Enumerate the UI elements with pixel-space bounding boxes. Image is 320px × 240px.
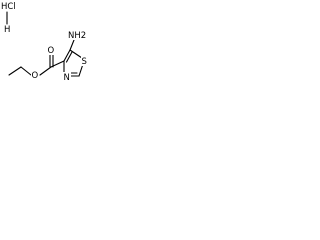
ester-oxygen-bond [39, 66, 52, 76]
ring-sulfur-label: S [82, 57, 87, 67]
ring-bond-c4-c5 [63, 49, 71, 62]
ring-nitrogen-label: N [64, 73, 70, 83]
carbonyl-ring-bond [50, 60, 65, 68]
hcl-label: HCl [1, 2, 16, 12]
amine-bond [69, 39, 75, 51]
hydrogen-label: H [4, 25, 10, 35]
structure-canvas: HCl H O O NH2 S N [0, 0, 114, 93]
ester-oxygen-label: O [32, 71, 39, 81]
ring-bond-c4-c5-inner [65, 51, 73, 63]
ester-oxygen-bg [31, 70, 39, 80]
amine-label-bg [68, 30, 88, 40]
ring-nitrogen-bg [63, 72, 71, 82]
ethyl-bond-1 [8, 66, 22, 76]
carbonyl-oxygen-bg [47, 45, 55, 55]
carbonyl-oxygen-label: O [48, 46, 55, 56]
ring-bond-c5-s [69, 49, 83, 59]
ethyl-bond-2 [20, 66, 32, 76]
amine-label: NH2 [68, 31, 86, 41]
ring-sulfur-bg [81, 56, 89, 66]
chemical-structure-diagram: HCl H O O NH2 S N [1, 2, 89, 83]
